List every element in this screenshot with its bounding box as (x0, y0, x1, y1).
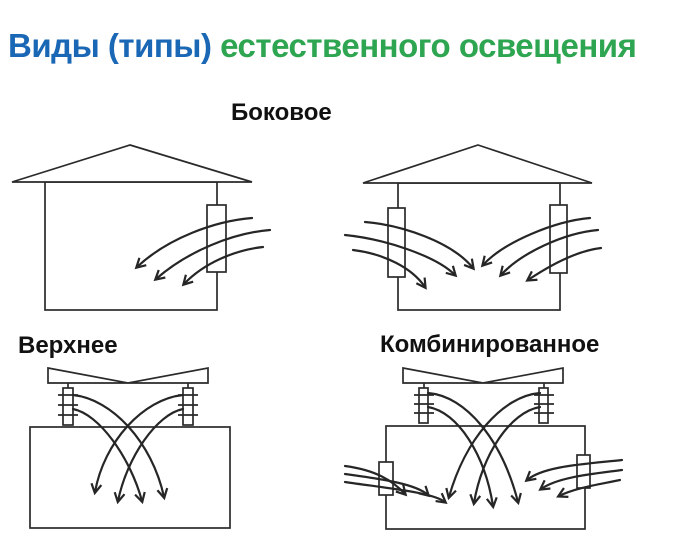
page-title-blue-part: Виды (типы) (8, 27, 212, 65)
light-arrow (469, 405, 542, 507)
skylight-roof (402, 366, 564, 384)
house-body (44, 181, 218, 311)
light-arrow (556, 478, 622, 498)
light-arrow (90, 393, 185, 496)
house-roof (11, 144, 253, 183)
light-arrow (426, 405, 498, 510)
house-body (397, 182, 561, 311)
side-lighting-two-sided-diagram (343, 144, 603, 311)
label-top-lighting: Верхнее (18, 332, 118, 359)
light-arrow (343, 472, 431, 498)
left-skylight-window (62, 387, 74, 426)
right-skylight-window (538, 387, 549, 424)
label-side-lighting: Боковое (231, 99, 332, 126)
combined-lighting-diagram (343, 366, 624, 530)
side-lighting-one-sided-diagram (11, 144, 272, 311)
light-arrows (71, 393, 185, 505)
light-arrow (524, 458, 624, 483)
right-skylight-window (182, 387, 194, 426)
light-arrow (134, 216, 254, 270)
house-roof (362, 144, 593, 184)
light-arrow (113, 407, 185, 505)
light-arrow (181, 245, 265, 287)
light-arrow (426, 391, 522, 506)
light-arrow (525, 246, 603, 282)
light-arrow (445, 391, 542, 501)
light-arrows (134, 216, 272, 287)
skylight-hatches (414, 394, 554, 414)
light-arrow (351, 248, 427, 290)
light-arrow (498, 228, 600, 278)
light-arrow (343, 480, 448, 504)
label-combined-lighting: Комбинированное (380, 331, 600, 358)
light-arrow (363, 220, 476, 271)
light-arrow (153, 228, 272, 282)
light-arrow (538, 468, 624, 491)
light-arrow (480, 216, 592, 268)
skylight-roof (47, 366, 209, 384)
skylight-hatches (58, 394, 198, 416)
right-wall-window (206, 204, 227, 273)
page-title-green-part: естественного освещения (220, 27, 637, 65)
top-lighting-diagram (29, 366, 231, 529)
light-arrow (71, 407, 146, 505)
right-wall-window (576, 454, 591, 489)
building-body (29, 426, 231, 529)
light-arrows (343, 391, 624, 510)
light-arrow (71, 393, 169, 501)
light-arrows (343, 216, 603, 290)
light-arrow (343, 233, 458, 278)
left-skylight-window (418, 387, 429, 424)
page-title: Виды (типы) естественного освещения (8, 25, 688, 66)
